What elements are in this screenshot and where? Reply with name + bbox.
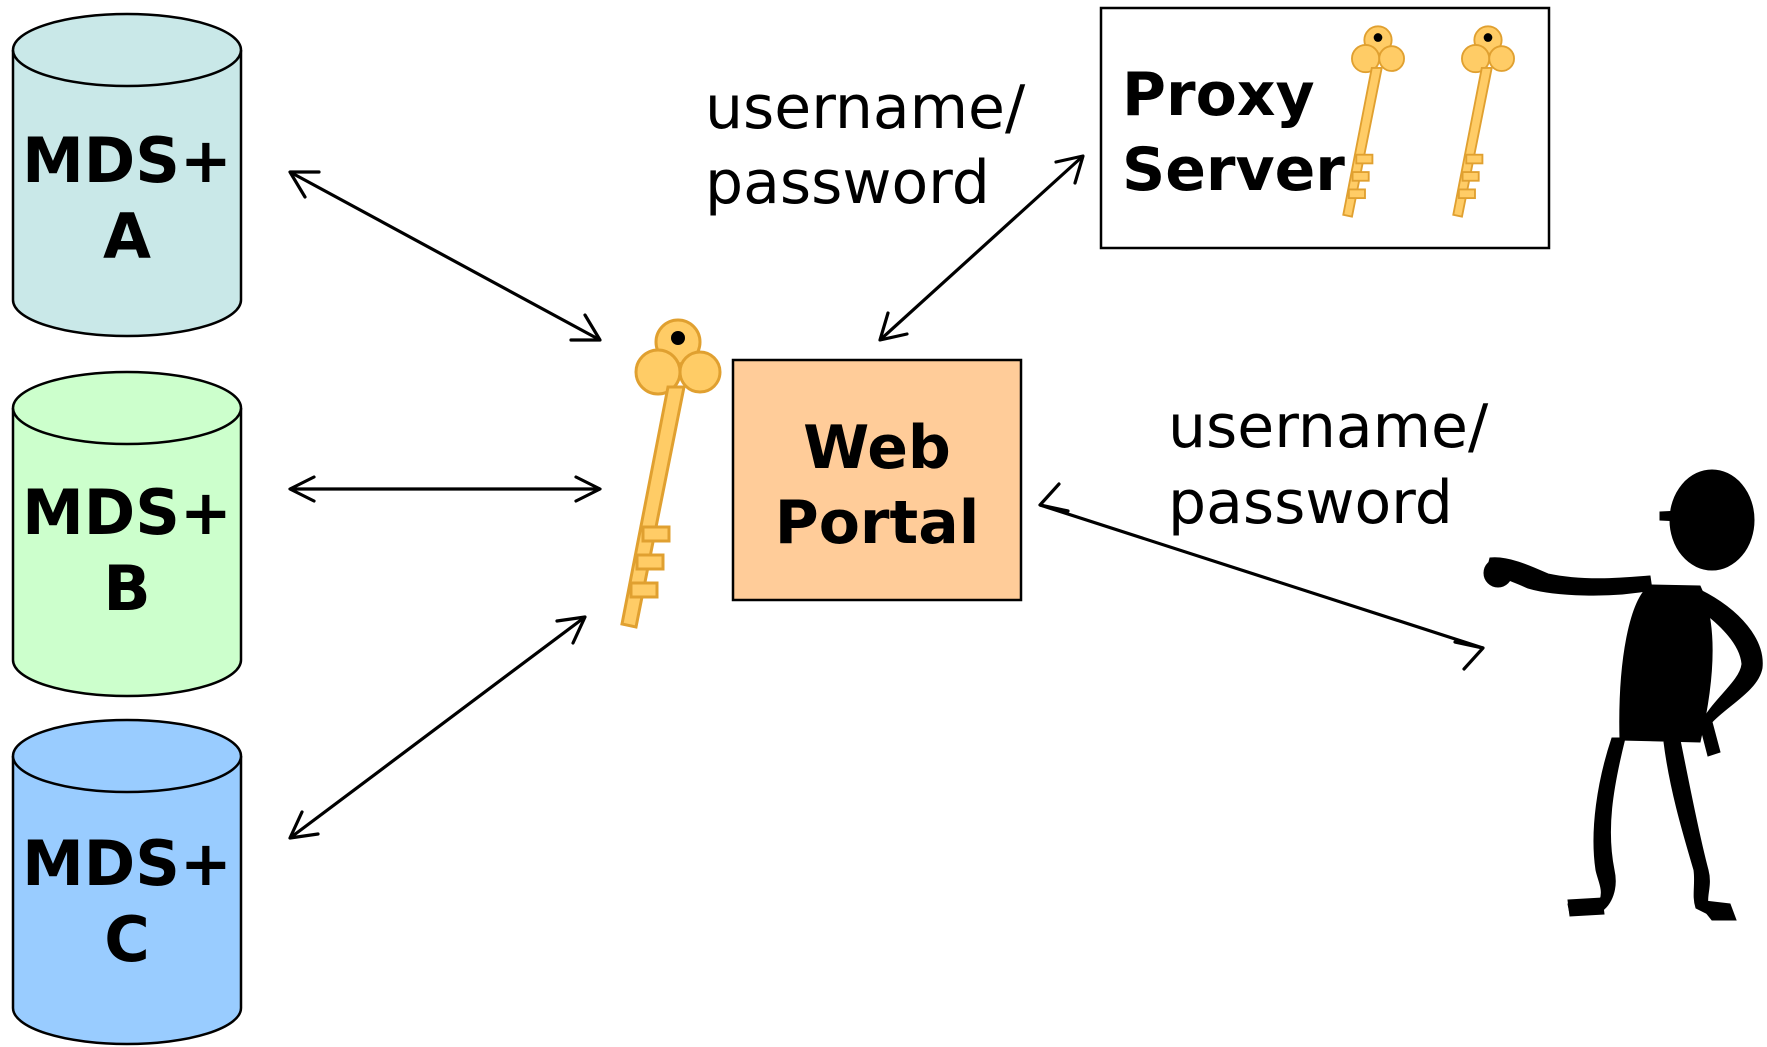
cylinder-body xyxy=(11,50,243,338)
arrow-portal-to-user xyxy=(1038,482,1485,671)
database-b: MDS+ B xyxy=(11,370,243,698)
credentials-top-line2: password xyxy=(705,148,990,218)
person-silhouette-icon xyxy=(1483,469,1763,921)
cylinder-top xyxy=(11,718,243,794)
cylinder-body xyxy=(11,756,243,1046)
cylinder-body xyxy=(11,408,243,698)
database-a-letter: A xyxy=(103,200,151,273)
web-portal: Web Portal xyxy=(731,358,1023,602)
proxy-server: Proxy Server xyxy=(1099,6,1551,250)
web-portal-box xyxy=(731,358,1023,602)
web-portal-title: Web xyxy=(803,413,951,483)
database-b-title: MDS+ xyxy=(22,476,232,549)
proxy-server-title: Proxy xyxy=(1122,60,1315,130)
cylinder-top xyxy=(11,370,243,446)
database-c: MDS+ C xyxy=(11,718,243,1046)
key-icon xyxy=(620,318,722,629)
database-c-letter: C xyxy=(104,903,150,976)
database-a-title: MDS+ xyxy=(22,124,232,197)
credentials-right-label: username/ password xyxy=(1168,392,1489,538)
proxy-server-subtitle: Server xyxy=(1122,135,1345,205)
database-b-letter: B xyxy=(103,552,150,625)
arrow-db-c-to-key xyxy=(288,615,587,840)
cylinder-top xyxy=(11,12,243,88)
credentials-top-line1: username/ xyxy=(705,73,1026,143)
credentials-top-label: username/ password xyxy=(705,73,1026,218)
arrow-db-b-to-key xyxy=(288,475,602,503)
credentials-right-line1: username/ xyxy=(1168,392,1489,462)
database-c-title: MDS+ xyxy=(22,827,232,900)
web-portal-subtitle: Portal xyxy=(775,488,980,558)
arrow-portal-to-proxy xyxy=(878,154,1085,342)
arrow-db-a-to-key xyxy=(288,170,602,342)
database-a: MDS+ A xyxy=(11,12,243,338)
credentials-right-line2: password xyxy=(1168,468,1453,538)
